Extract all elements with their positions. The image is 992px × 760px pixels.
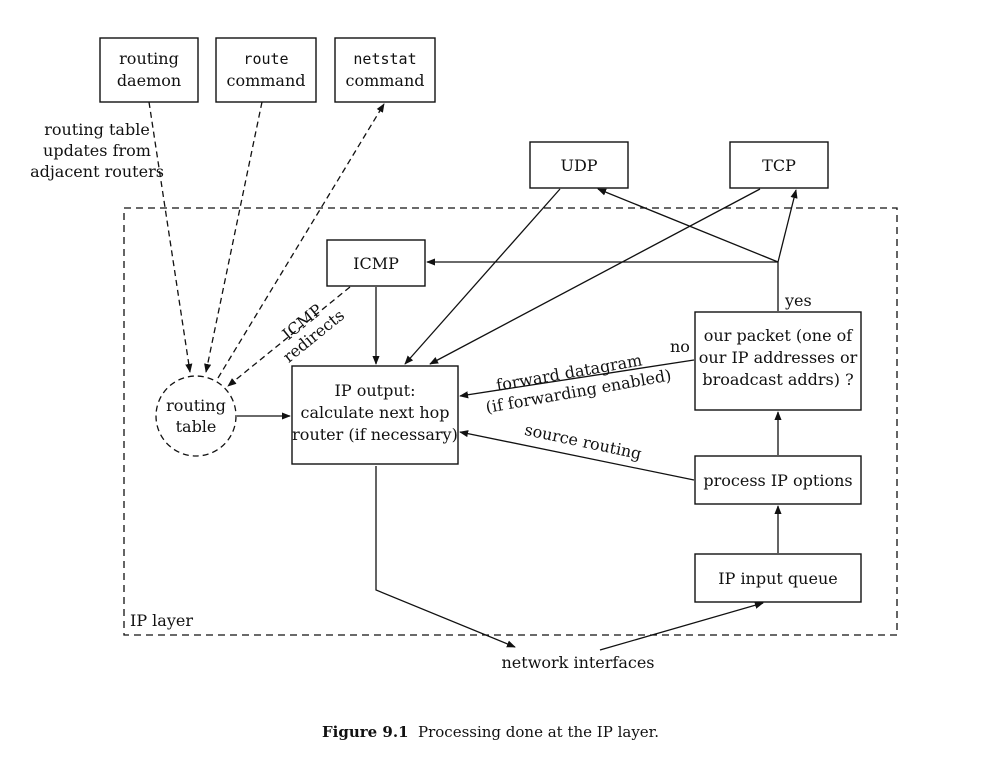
svg-text:TCP: TCP [762, 156, 796, 175]
svg-text:adjacent routers: adjacent routers [30, 162, 164, 181]
ip-layer-label: IP layer [130, 611, 193, 630]
edge-icmp-redirects [227, 286, 351, 387]
icmp-box: ICMP [326, 239, 426, 287]
routing-table-node: routing table [155, 375, 237, 457]
svg-text:process IP options: process IP options [703, 471, 852, 490]
svg-text:table: table [176, 417, 217, 436]
process-ip-options-box: process IP options [694, 455, 862, 505]
edge-route-to-table [204, 101, 263, 373]
edge-daemon-to-table [148, 101, 193, 373]
svg-text:routing: routing [166, 396, 226, 415]
svg-text:ICMP: ICMP [353, 254, 399, 273]
figure-caption: Figure 9.1 Processing done at the IP lay… [322, 723, 659, 741]
icmp-redirects-label: ICMP redirects [279, 300, 348, 366]
svg-text:Processing done at the IP laye: Processing done at the IP layer. [418, 723, 659, 741]
svg-text:UDP: UDP [560, 156, 597, 175]
edge-udp-to-ipoutput [404, 188, 561, 365]
yes-label: yes [784, 291, 812, 310]
edge-table-to-netstat [217, 103, 385, 379]
svg-text:route: route [243, 50, 288, 68]
svg-text:routing: routing [119, 49, 179, 68]
edge-network-to-inputqueue [599, 601, 764, 651]
edge-tcp-to-ipoutput [429, 188, 761, 365]
svg-text:command: command [226, 71, 305, 90]
edge-junction-to-udp [597, 188, 779, 263]
network-interfaces-label: network interfaces [501, 653, 654, 672]
svg-text:broadcast addrs) ?: broadcast addrs) ? [702, 370, 853, 389]
svg-text:Figure 9.1: Figure 9.1 [322, 723, 409, 741]
routing-updates-label: routing table updates from adjacent rout… [30, 120, 164, 181]
svg-text:command: command [345, 71, 424, 90]
netstat-command-box: netstat command [334, 37, 436, 103]
edge-source-routing [459, 430, 695, 481]
svg-text:daemon: daemon [117, 71, 181, 90]
svg-text:our packet (one of: our packet (one of [704, 326, 853, 345]
svg-text:IP input queue: IP input queue [718, 569, 837, 588]
no-label: no [670, 337, 690, 356]
forward-datagram-label: forward datagram (if forwarding enabled) [484, 350, 673, 417]
ip-output-box: IP output: calculate next hop router (if… [291, 365, 459, 465]
edge-junction-to-tcp [777, 189, 798, 263]
svg-text:calculate next hop: calculate next hop [300, 403, 449, 422]
route-command-box: route command [215, 37, 317, 103]
svg-text:router (if necessary): router (if necessary) [292, 425, 458, 444]
svg-text:routing table: routing table [44, 120, 150, 139]
svg-text:IP output:: IP output: [335, 381, 416, 400]
svg-text:our IP addresses or: our IP addresses or [699, 348, 858, 367]
edge-ipoutput-to-network [375, 466, 516, 648]
our-packet-box: our packet (one of our IP addresses or b… [694, 311, 862, 411]
ip-layer-boundary [123, 207, 898, 636]
tcp-box: TCP [729, 141, 829, 189]
routing-daemon-box: routing daemon [99, 37, 199, 103]
edge-forward-datagram [459, 359, 695, 399]
svg-text:updates from: updates from [43, 141, 151, 160]
svg-text:netstat: netstat [353, 50, 416, 68]
udp-box: UDP [529, 141, 629, 189]
ip-input-queue-box: IP input queue [694, 553, 862, 603]
